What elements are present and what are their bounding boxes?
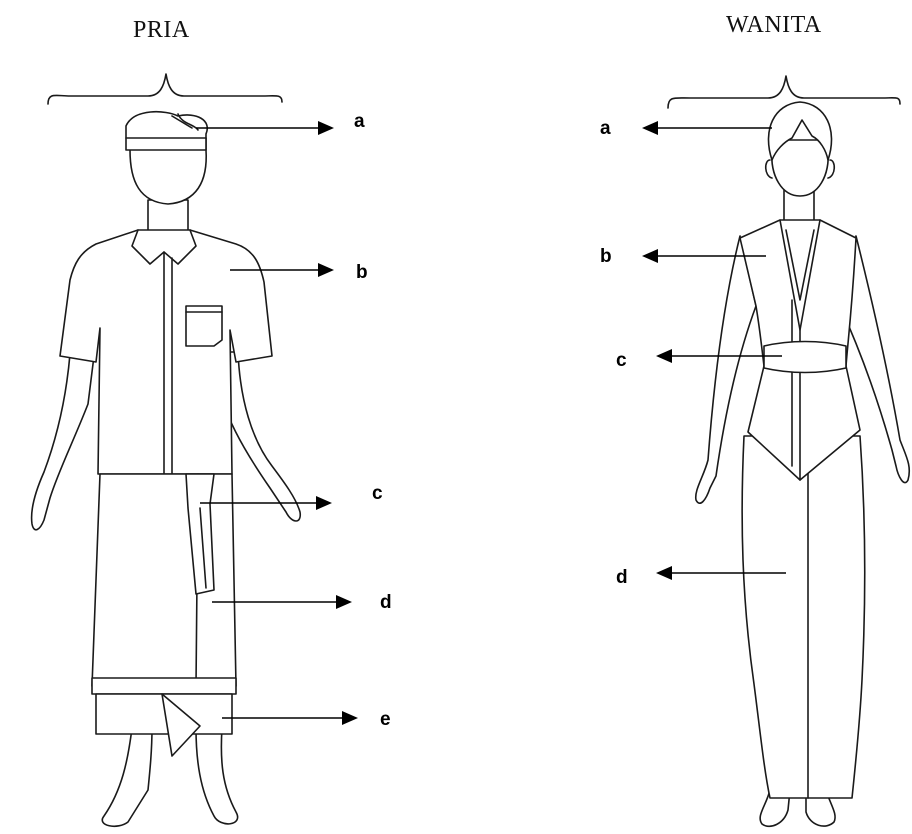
wanita-label-c-text: c: [616, 350, 627, 371]
pria-label-e-text: e: [380, 709, 391, 730]
wanita-label-a-text: a: [600, 118, 611, 139]
pria-label-e: e: [222, 709, 391, 730]
pria-label-a-text: a: [354, 111, 365, 132]
pria-left-leg: [102, 728, 152, 826]
pria-brace: [48, 74, 282, 104]
pria-title: PRIA: [133, 17, 190, 43]
pria-neck: [148, 200, 188, 232]
pria-label-b-text: b: [356, 262, 368, 283]
wanita-label-d-text: d: [616, 567, 628, 588]
pria-kamen-hem: [92, 678, 236, 694]
wanita-selendang: [764, 342, 846, 373]
pria-left-arm: [32, 354, 94, 530]
pria-right-arm: [222, 352, 300, 521]
pria-label-d: d: [212, 592, 392, 613]
wanita-figure: [696, 102, 910, 826]
wanita-head: [772, 140, 828, 196]
wanita-title: WANITA: [726, 12, 822, 38]
pria-label-d-text: d: [380, 592, 392, 613]
pria-kamen: [92, 474, 236, 686]
pria-label-a: a: [196, 111, 365, 135]
wanita-label-b-text: b: [600, 246, 612, 267]
wanita-label-a: a: [600, 118, 772, 139]
wanita-kain: [742, 436, 865, 798]
pria-label-c-text: c: [372, 483, 383, 504]
pria-figure: [32, 112, 301, 827]
pria-right-leg: [196, 728, 238, 824]
wanita-label-c: c: [616, 349, 782, 371]
pria-udeng: [126, 112, 207, 150]
wanita-brace: [668, 76, 900, 108]
